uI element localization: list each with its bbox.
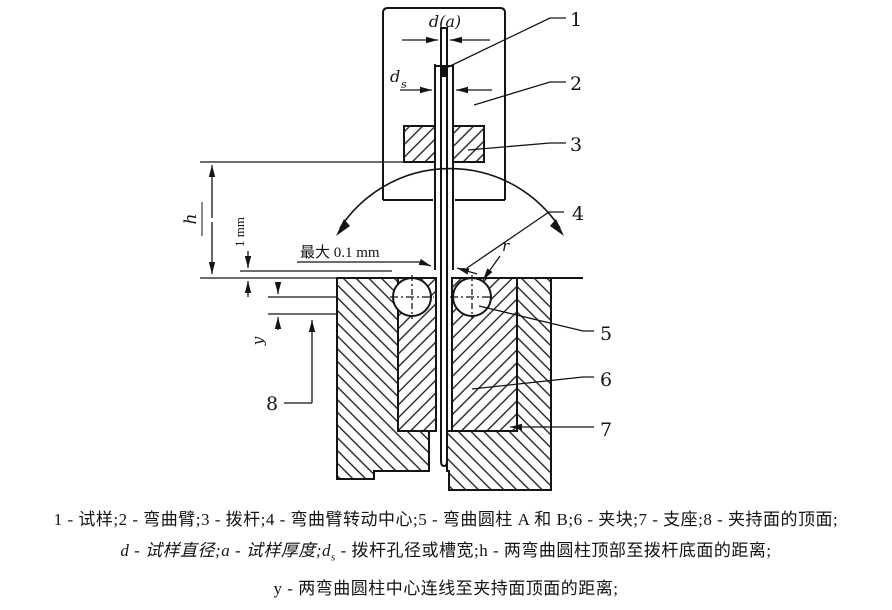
- label-1mm: 1 mm: [232, 217, 247, 247]
- reference-lines: [200, 161, 494, 319]
- caption-line-2-pre: d - 试样直径;a - 试样厚度;d: [120, 541, 332, 560]
- callout-8: 8: [266, 393, 278, 415]
- caption-line-3: y - 两弯曲圆柱中心连线至夹持面顶面的距离;: [273, 579, 619, 599]
- label-y: y: [249, 336, 267, 346]
- callout-5: 5: [600, 323, 612, 345]
- caption-line-2: d - 试样直径;a - 试样厚度;ds - 拨杆孔径或槽宽;h - 两弯曲圆柱…: [0, 535, 892, 573]
- label-d-a: d(a): [429, 12, 461, 31]
- bend-test-apparatus-diagram: d(a) d s h 1 mm y 最大 0.1 mm r: [181, 7, 612, 491]
- leader-r: [482, 255, 501, 281]
- caption-line-2-post: - 拨杆孔径或槽宽;h - 两弯曲圆柱顶部至拨杆底面的距离;: [335, 541, 772, 560]
- figure-caption: 1 - 试样;2 - 弯曲臂;3 - 拨杆;4 - 弯曲臂转动中心;5 - 弯曲…: [0, 504, 892, 604]
- callout-leaders: [284, 17, 594, 431]
- callout-3: 3: [570, 134, 582, 156]
- dimension-max-gap: [297, 258, 478, 275]
- callout-4: 4: [572, 203, 584, 225]
- callout-7: 7: [600, 419, 612, 441]
- lever: [403, 64, 485, 270]
- dimension-h: [201, 165, 216, 274]
- label-max-gap: 最大 0.1 mm: [300, 244, 380, 261]
- specimen-rod: [440, 27, 448, 468]
- label-r: r: [502, 237, 510, 255]
- label-h: h: [181, 214, 201, 225]
- label-d-s-sub: s: [401, 78, 407, 91]
- label-d-s: d: [390, 67, 400, 86]
- callout-1: 1: [570, 9, 582, 31]
- callout-6: 6: [600, 369, 612, 391]
- swing-arc: [336, 167, 564, 236]
- caption-line-2-sub: s: [331, 551, 336, 564]
- caption-line-1: 1 - 试样;2 - 弯曲臂;3 - 拨杆;4 - 弯曲臂转动中心;5 - 弯曲…: [53, 510, 839, 529]
- callout-2: 2: [570, 73, 582, 95]
